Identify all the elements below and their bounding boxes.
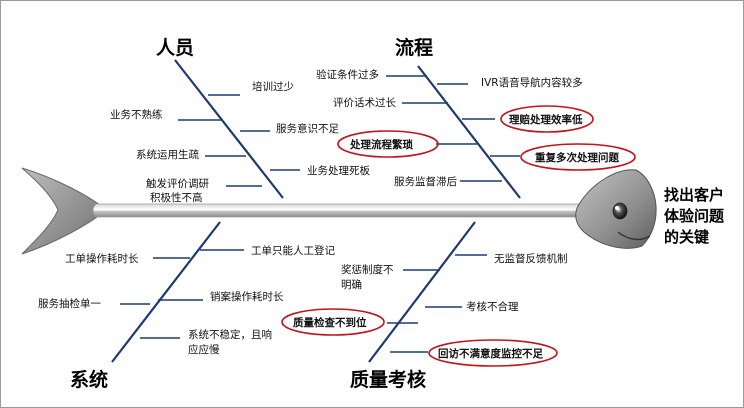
category-people: 人员 [156, 37, 194, 59]
cause-label: 系统运用生疏 [136, 148, 199, 161]
cause-label: 触发评价调研 [146, 177, 209, 190]
category-system: 系统 [70, 368, 108, 391]
cause-label: 培训过少 [252, 80, 294, 93]
cause-label: 积极性不高 [150, 191, 203, 204]
cause-label: 应应慢 [188, 343, 220, 356]
head-text-line-1: 找出客户 [664, 186, 724, 204]
cause-label-highlighted: 质量检查不到位 [293, 316, 367, 329]
cause-label: 系统不稳定，且响 [188, 328, 272, 341]
cause-label: 工单操作耗时长 [65, 252, 139, 265]
highlight-oval [428, 339, 558, 367]
cause-label: 服务意识不足 [276, 122, 339, 135]
cause-label-highlighted: 理赔处理效率低 [509, 113, 583, 126]
fish-spine [92, 203, 591, 218]
cause-label: 考核不合理 [466, 300, 519, 313]
fish-mouth [617, 231, 651, 241]
cause-label: 销案操作耗时长 [210, 290, 284, 303]
cause-label: 无监督反馈机制 [494, 252, 568, 265]
bone-system [111, 221, 221, 363]
highlight-oval [337, 130, 439, 158]
bone-process [417, 65, 521, 199]
cause-label: IVR语音导航内容较多 [481, 76, 583, 89]
cause-label: 业务处理死板 [307, 164, 370, 177]
cause-label: 业务不熟练 [110, 108, 163, 121]
cause-label: 工单只能人工登记 [251, 244, 335, 257]
category-process: 流程 [395, 36, 433, 59]
cause-label: 验证条件过多 [316, 68, 379, 81]
bone-people [174, 59, 284, 199]
cause-label: 服务监督滞后 [394, 175, 457, 188]
cause-label-highlighted: 回访不满意度监控不足 [438, 347, 543, 360]
head-text-line-3: 的关键 [664, 228, 709, 246]
cause-label: 评价话术过长 [333, 96, 396, 109]
category-quality: 质量考核 [350, 368, 426, 391]
fish-eye [612, 202, 628, 220]
cause-label: 奖惩制度不 [341, 263, 394, 276]
bone-quality [368, 221, 476, 363]
cause-label-highlighted: 重复多次处理问题 [535, 151, 619, 164]
head-text-line-2: 体验问题 [664, 207, 725, 225]
cause-label-highlighted: 处理流程繁琐 [349, 138, 413, 151]
fish-tail [21, 167, 107, 255]
highlight-oval [281, 308, 385, 336]
cause-label: 服务抽检单一 [38, 297, 101, 310]
highlight-oval [500, 105, 594, 133]
cause-label: 明确 [341, 278, 362, 291]
fish-eye-glint [615, 206, 619, 210]
highlight-oval [520, 143, 636, 171]
